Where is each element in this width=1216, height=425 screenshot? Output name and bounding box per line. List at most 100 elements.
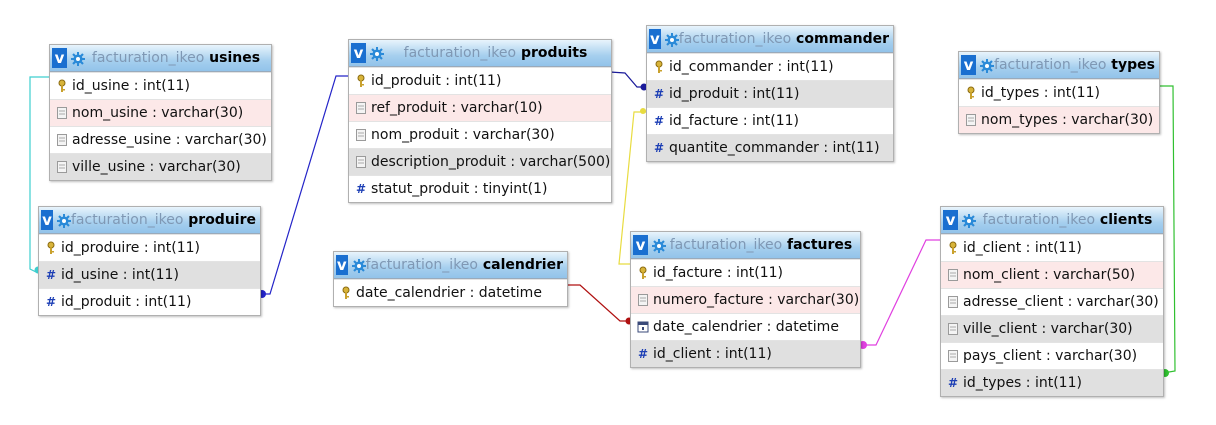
gear-icon[interactable] <box>962 213 976 228</box>
table-title: facturation_ikeo produire <box>71 212 260 228</box>
column-row[interactable]: #id_types : int(11) <box>941 369 1163 396</box>
column-row[interactable]: ref_produit : varchar(10) <box>349 94 611 121</box>
column-row[interactable]: #id_produit : int(11) <box>647 80 893 107</box>
table-clients[interactable]: v facturation_ikeo clients id_client : int… <box>940 206 1164 397</box>
column-row[interactable]: pays_client : varchar(30) <box>941 342 1163 369</box>
table-header[interactable]: v facturation_ikeo commander <box>647 26 893 53</box>
table-title: facturation_ikeo calendrier <box>366 257 567 273</box>
column-row[interactable]: id_commander : int(11) <box>647 53 893 80</box>
column-row[interactable]: # id_produit : int(11) <box>39 288 260 315</box>
column-label: id_produit : int(11) <box>61 294 192 310</box>
column-row[interactable]: numero_facture : varchar(30) <box>631 286 860 313</box>
database-name: facturation_ikeo <box>994 57 1107 73</box>
column-label: adresse_client : varchar(30) <box>963 294 1159 310</box>
column-label: id_types : int(11) <box>981 85 1100 101</box>
column-row[interactable]: ville_client : varchar(30) <box>941 315 1163 342</box>
gear-icon[interactable] <box>351 258 366 273</box>
table-header[interactable]: v facturation_ikeo clients <box>941 207 1163 234</box>
table-header[interactable]: v facturation_ikeo usines <box>50 45 271 72</box>
foreign-key-icon: # <box>45 295 57 309</box>
foreign-key-icon: # <box>637 347 649 361</box>
primary-key-icon <box>964 86 978 100</box>
column-row[interactable]: nom_usine : varchar(30) <box>50 99 271 126</box>
column-row[interactable]: nom_produit : varchar(30) <box>349 121 611 148</box>
gear-icon[interactable] <box>652 238 666 253</box>
table-produire[interactable]: v facturation_ikeo produire id_produire : … <box>38 206 261 316</box>
column-icon <box>946 349 960 363</box>
column-label: adresse_usine : varchar(30) <box>72 132 267 148</box>
collapse-toggle-icon[interactable]: v <box>52 48 67 68</box>
column-row[interactable]: id_types : int(11) <box>959 79 1159 106</box>
primary-key-icon <box>946 241 960 255</box>
column-label: id_facture : int(11) <box>653 265 784 281</box>
column-row[interactable]: id_produit : int(11) <box>349 67 611 94</box>
gear-icon[interactable] <box>56 213 71 228</box>
column-row[interactable]: date_calendrier : datetime <box>334 279 567 306</box>
collapse-toggle-icon[interactable]: v <box>336 255 348 275</box>
column-row[interactable]: adresse_client : varchar(30) <box>941 288 1163 315</box>
relation-factures-calendrier <box>567 284 630 322</box>
database-name: facturation_ikeo <box>669 237 783 253</box>
column-row[interactable]: id_usine : int(11) <box>50 72 271 99</box>
column-row[interactable]: id_produire : int(11) <box>39 234 260 261</box>
table-title: facturation_ikeo usines <box>85 50 271 66</box>
gear-icon[interactable] <box>370 46 384 61</box>
gear-icon[interactable] <box>71 51 85 66</box>
column-row[interactable]: date_calendrier : datetime <box>631 313 860 340</box>
table-calendrier[interactable]: v facturation_ikeo calendrier date_calendr… <box>333 251 568 307</box>
column-row[interactable]: id_facture : int(11) <box>631 259 860 286</box>
table-title: facturation_ikeo types <box>994 57 1159 73</box>
column-label: pays_client : varchar(30) <box>963 348 1138 364</box>
relation-end-dot <box>859 341 867 349</box>
column-row[interactable]: ville_usine : varchar(30) <box>50 153 271 180</box>
table-commander[interactable]: v facturation_ikeo commander id_commander … <box>646 25 894 162</box>
collapse-toggle-icon[interactable]: v <box>961 55 976 75</box>
column-label: id_produire : int(11) <box>61 240 200 256</box>
table-header[interactable]: v facturation_ikeo produire <box>39 207 260 234</box>
foreign-key-icon: # <box>355 182 367 196</box>
column-icon <box>636 293 650 307</box>
column-row[interactable]: adresse_usine : varchar(30) <box>50 126 271 153</box>
column-label: statut_produit : tinyint(1) <box>371 181 548 197</box>
collapse-toggle-icon[interactable]: v <box>351 43 366 63</box>
table-header[interactable]: v facturation_ikeo calendrier <box>334 252 567 279</box>
column-label: id_commander : int(11) <box>669 59 834 75</box>
primary-key-icon <box>339 286 353 300</box>
column-row[interactable]: #quantite_commander : int(11) <box>647 134 893 161</box>
relation-clients-types <box>1158 85 1176 374</box>
table-header[interactable]: v facturation_ikeo types <box>959 52 1159 79</box>
gear-icon[interactable] <box>664 32 679 47</box>
database-name: facturation_ikeo <box>982 212 1096 228</box>
column-label: ville_usine : varchar(30) <box>72 159 241 175</box>
gear-icon[interactable] <box>980 58 994 73</box>
column-row[interactable]: id_client : int(11) <box>941 234 1163 261</box>
column-row[interactable]: #id_facture : int(11) <box>647 107 893 134</box>
column-row[interactable]: #id_usine : int(11) <box>39 261 260 288</box>
primary-key-icon <box>55 79 69 93</box>
relation-end-dot <box>640 108 646 114</box>
column-label: quantite_commander : int(11) <box>669 140 880 156</box>
column-row[interactable]: # id_client : int(11) <box>631 340 860 367</box>
collapse-toggle-icon[interactable]: v <box>649 29 661 49</box>
table-title: facturation_ikeo commander <box>679 31 893 47</box>
table-usines[interactable]: v facturation_ikeo usines id_usine : int(1… <box>49 44 272 181</box>
collapse-toggle-icon[interactable]: v <box>633 235 648 255</box>
column-row[interactable]: nom_client : varchar(50) <box>941 261 1163 288</box>
database-name: facturation_ikeo <box>365 257 478 273</box>
column-row[interactable]: # statut_produit : tinyint(1) <box>349 175 611 202</box>
column-icon <box>55 133 69 147</box>
table-name: clients <box>1095 212 1153 228</box>
table-types[interactable]: v facturation_ikeo types id_types : int(11… <box>958 51 1160 134</box>
primary-key-icon <box>652 60 666 74</box>
collapse-toggle-icon[interactable]: v <box>943 210 958 230</box>
column-label: id_client : int(11) <box>653 346 772 362</box>
column-row[interactable]: nom_types : varchar(30) <box>959 106 1159 133</box>
column-icon <box>946 322 960 336</box>
collapse-toggle-icon[interactable]: v <box>41 210 53 230</box>
column-row[interactable]: description_produit : varchar(500) <box>349 148 611 175</box>
database-name: facturation_ikeo <box>70 212 184 228</box>
